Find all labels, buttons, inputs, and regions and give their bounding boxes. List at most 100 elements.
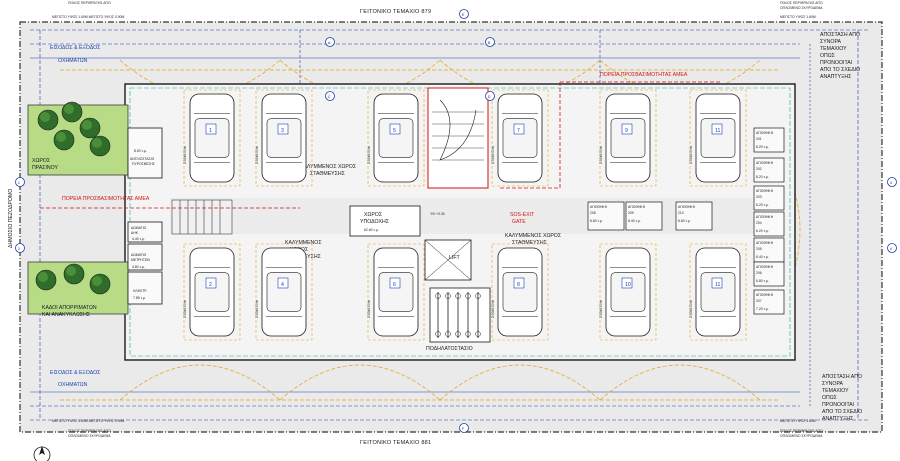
bay-number: 2 (209, 282, 212, 288)
reception-label-2: ΥΠΟΔΟΧΗΣ (360, 219, 389, 225)
note-top-left: ΠΟΛΟΣ ΠΕΡΙΦΡΑΞΗΣ ΑΠΟ ΜΕΓΙΣΤΟ ΥΨΟΣ 1.60Μ … (52, 1, 125, 19)
bike-racks (435, 292, 481, 338)
bicycle-icon (475, 292, 481, 338)
svg-text:ΠΟΛΟΣ ΠΕΡΙΦΡΑΞΗΣ ΑΠΟ: ΠΟΛΟΣ ΠΕΡΙΦΡΑΞΗΣ ΑΠΟ (68, 429, 111, 433)
drive-aisle (170, 198, 760, 234)
car-icon (261, 93, 307, 183)
car-icon (605, 247, 651, 337)
bay-number: 9 (625, 128, 628, 134)
lift-label: LIFT (449, 255, 460, 261)
setback-note-line: ΑΝΑΠΤΥΞΗΣ (822, 416, 853, 422)
meters-label-1: ΔΩΜΑΤΙΟ (131, 253, 147, 257)
storage-area: 6.80 τ.μ. (756, 279, 769, 283)
road-label: ΔΗΜΟΣΙΟ ΠΕΖΟΔΡΟΜΟ (8, 189, 14, 248)
cistern-area: 8.50 τ.μ. (134, 149, 147, 153)
storage-number: 208 (590, 211, 596, 215)
storage-label: ΑΠΟΘΗΚΗ (756, 189, 774, 193)
tree-icon (63, 263, 85, 285)
bay-size: 2.50x5.00m (689, 300, 693, 318)
setback-note-line: ΑΠΟ ΤΟ ΣΧΕΔΙΟ (822, 409, 862, 415)
storage-area: 8.20 τ.μ. (756, 145, 769, 149)
bay-size: 2.50x5.00m (599, 300, 603, 318)
meters-label-2: ΜΕΤΡΗΤΩΝ (131, 258, 150, 262)
storage-label: ΑΠΟΘΗΚΗ (756, 265, 774, 269)
reception-room (349, 205, 421, 237)
bay-size: 2.50x5.00m (689, 146, 693, 164)
svg-text:ΟΠΛΙΣΜΕΝΟ ΣΚΥΡΟΔΕΜΑ: ΟΠΛΙΣΜΕΝΟ ΣΚΥΡΟΔΕΜΑ (780, 6, 823, 10)
entrance-top-label: ΕΙΣΟΔΟΣ & ΕΞΟΔΟΣ (50, 45, 100, 51)
pump-label-1: ΑΝΤΛΙΟΣΤΑΣΙΟ (130, 157, 155, 161)
bay-number: 6 (393, 282, 396, 288)
setback-note-line: ΣΥΝΟΡΑ (820, 39, 842, 45)
storage-number: 203 (756, 195, 762, 199)
storage-label: ΑΠΟΘΗΚΗ (756, 215, 774, 219)
storage-label: ΑΠΟΘΗΚΗ (756, 241, 774, 245)
grid-marker-label: D (488, 95, 491, 99)
svg-text:ΟΠΛΙΣΜΕΝΟ ΣΚΥΡΟΔΕΜΑ: ΟΠΛΙΣΜΕΝΟ ΣΚΥΡΟΔΕΜΑ (780, 434, 823, 438)
bottom-neighbor-label: ΓΕΙΤΟΝΙΚΟ ΤΕΜΑΧΙΟ 881 (360, 440, 431, 446)
setback-note-line: ΠΡΟΝΟΟΙΤΑΙ (822, 402, 854, 408)
meters-area: 4.80 τ.μ. (132, 265, 145, 269)
bay-size: 2.50x5.00m (255, 146, 259, 164)
grid-marker-label: C (328, 95, 331, 99)
north-arrow-icon (33, 446, 51, 461)
electrical-room (127, 271, 163, 305)
covered-parking-top-1: ΚΑΛΥΜΜΕΝΟΣ ΧΩΡΟΣ (300, 164, 356, 170)
setback-note-line: ΤΕΜΑΧΙΟΥ (822, 388, 849, 394)
meters-room (127, 243, 163, 271)
bicycle-icon (465, 292, 471, 338)
storage-area: 8.80 τ.μ. (678, 219, 691, 223)
bay-number: 7 (517, 128, 520, 134)
parking-bay: 12.50x5.00m (183, 89, 241, 187)
dak-label-2: ΔΗΚ (131, 231, 139, 235)
setback-note-line: ΑΝΑΠΤΥΞΗΣ (820, 74, 851, 80)
bay-number: 3 (281, 128, 284, 134)
setback-note-top: ΑΠΟΣΤΑΣΗ ΑΠΟΣΥΝΟΡΑΤΕΜΑΧΙΟΥΟΠΩΣΠΡΟΝΟΟΙΤΑΙ… (820, 32, 860, 80)
parking-bay: 92.50x5.00m (599, 89, 657, 187)
bay-size: 2.50x5.00m (183, 300, 187, 318)
bay-number: 11 (715, 282, 720, 288)
svg-text:ΜΕΓΙΣΤΟ ΥΨΟΣ 1.60Μ: ΜΕΓΙΣΤΟ ΥΨΟΣ 1.60Μ (780, 15, 816, 19)
car-icon (189, 247, 235, 337)
svg-text:ΜΕΓΙΣΤΟ ΥΨΟΣ 1.60Μ ΜΕΓΙΣΤΟ ΥΨ: ΜΕΓΙΣΤΟ ΥΨΟΣ 1.60Μ ΜΕΓΙΣΤΟ ΥΨΟΣ 0.90Μ (52, 15, 125, 19)
green-bottom-label-2: ΚΑΙ ΑΝΑΚΥΚΛΩΣΗΣ (42, 312, 90, 318)
bay-number: 5 (393, 128, 396, 134)
electrical-label: ΗΛΕΚΤΡ. (133, 289, 147, 293)
grid-marker-icon: B (485, 37, 495, 47)
car-icon (695, 93, 741, 183)
car-icon (605, 93, 651, 183)
covered-parking-mid-1: ΚΑΛΥΜΜΕΝΟΣ (285, 240, 322, 246)
storage-number: 202 (756, 167, 762, 171)
dak-label-1: ΔΩΜΑΤΙΟ (131, 226, 147, 230)
grid-marker-icon: 1 (15, 177, 25, 187)
tree-icon (61, 101, 83, 123)
grid-marker-label: E (462, 13, 465, 17)
sos-label-2: GATE (512, 219, 526, 225)
svg-text:ΠΟΛΟΣ ΠΕΡΙΦΡΑΞΗΣ ΑΠΟ: ΠΟΛΟΣ ΠΕΡΙΦΡΑΞΗΣ ΑΠΟ (780, 429, 823, 433)
bay-number: 1 (209, 128, 212, 134)
parking-bay: 102.50x5.00m (599, 243, 657, 341)
parking-bay: 2 2.50x5.00m (183, 243, 241, 341)
ceiling-note: ΥΨ.+0.30 (430, 212, 445, 216)
entrance-bottom-label: ΕΙΣΟΔΟΣ & ΕΞΟΔΟΣ (50, 370, 100, 376)
svg-text:ΜΕΓΙΣΤΟ ΥΨΟΣ 1.60Μ: ΜΕΓΙΣΤΟ ΥΨΟΣ 1.60Μ (780, 419, 816, 423)
grid-marker-label: 2 (18, 247, 20, 251)
ramp-top-label: ΠΟΡΕΙΑ ΠΡΟΣΒΑΣΙΜΟΤΗΤΑΣ ΑΜΕΑ (600, 72, 688, 78)
car-icon (695, 247, 741, 337)
stair-core (427, 87, 489, 189)
covered-parking-top-2: ΣΤΑΘΜΕΥΣΗΣ (310, 171, 345, 177)
setback-note-line: ΑΠΟ ΤΟ ΣΧΕΔΙΟ (820, 67, 860, 73)
reception-area: 62.60 τ.μ. (364, 228, 379, 232)
parking-bay: 11 2.50x5.00m (689, 243, 747, 341)
ramp (171, 199, 233, 235)
storage-area: 8.40 τ.μ. (628, 219, 641, 223)
entrance-bottom-sub: ΟΧΗΜΑΤΩΝ (58, 382, 88, 388)
setback-note-bottom: ΑΠΟΣΤΑΣΗ ΑΠΟΣΥΝΟΡΑΤΕΜΑΧΙΟΥΟΠΩΣΠΡΟΝΟΟΙΤΑΙ… (822, 374, 862, 422)
